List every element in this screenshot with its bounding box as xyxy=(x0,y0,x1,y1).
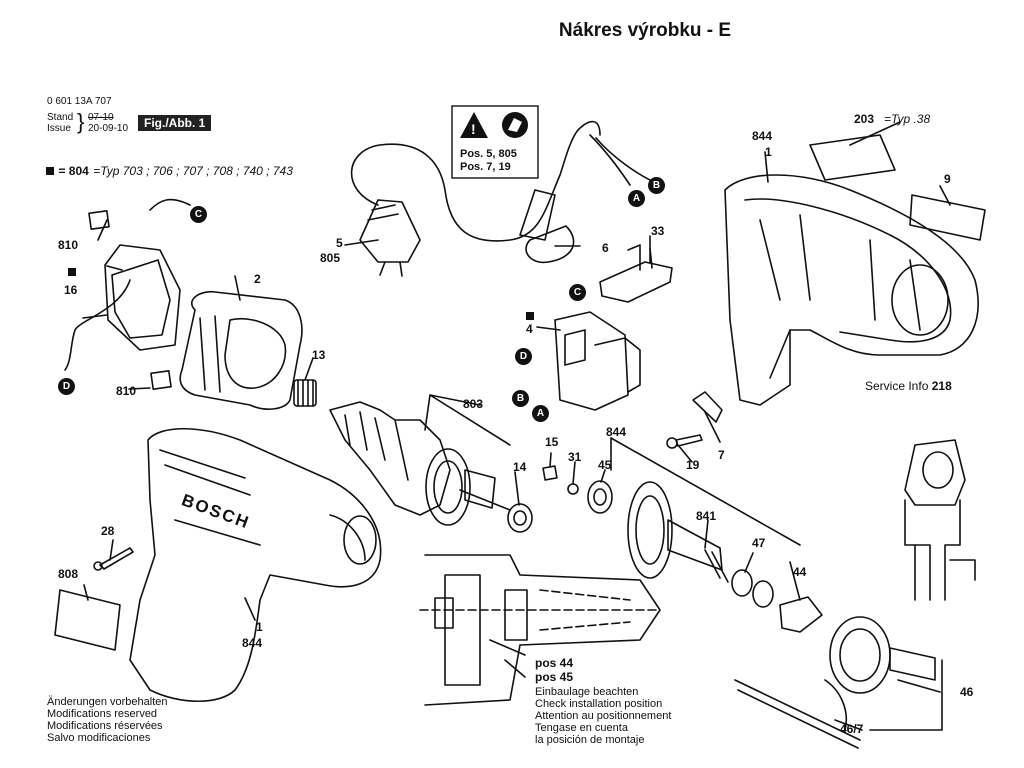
callout-pos-45: pos 45 xyxy=(535,670,574,684)
callout-47: 47 xyxy=(752,536,766,550)
install-note: Tengase en cuenta xyxy=(535,722,628,734)
warning-line-2: Pos. 7, 19 xyxy=(460,161,511,173)
install-note: Check installation position xyxy=(535,698,663,710)
brace-glyph: } xyxy=(77,109,85,134)
switch xyxy=(554,311,629,411)
callout-1-top: 1 xyxy=(765,145,772,159)
power-cable xyxy=(350,129,579,242)
callout-33: 33 xyxy=(651,224,665,238)
marker-c-left: C xyxy=(190,206,207,223)
callout-46: 46 xyxy=(960,685,974,699)
install-note: la posición de montaje xyxy=(535,734,645,746)
warning-line-1: Pos. 5, 805 xyxy=(460,148,517,160)
part-number: 0 601 13A 707 xyxy=(47,96,112,107)
callout-13: 13 xyxy=(312,348,326,362)
marker-c-switch: C xyxy=(569,284,586,301)
svg-text:!: ! xyxy=(471,121,476,137)
callout-810-top: 810 xyxy=(58,238,79,252)
stand-value: 07-10 xyxy=(88,112,114,123)
callout-28: 28 xyxy=(101,524,115,538)
marker-b-switch: B xyxy=(512,390,529,407)
footer-note: Salvo modificaciones xyxy=(47,732,151,744)
callout-844-top: 844 xyxy=(752,129,773,143)
install-note: Einbaulage beachten xyxy=(535,686,639,698)
marker-a-top: A xyxy=(628,190,645,207)
callout-203: 203 xyxy=(854,112,875,126)
callout-810-bottom: 810 xyxy=(116,384,137,398)
callout-841: 841 xyxy=(696,509,717,523)
callout-4: 4 xyxy=(526,322,533,336)
typ-note: = 804 =Typ 703 ; 706 ; 707 ; 708 ; 740 ;… xyxy=(46,162,293,180)
callout-14: 14 xyxy=(513,460,527,474)
issue-label: Issue xyxy=(47,123,71,134)
service-info-label: Service Info xyxy=(865,379,929,393)
callout-6: 6 xyxy=(602,241,609,255)
callout-2: 2 xyxy=(254,272,261,286)
housing-half-left xyxy=(129,428,382,703)
marker-d-left: D xyxy=(58,378,75,395)
callout-203-typ: =Typ .38 xyxy=(884,112,931,126)
stand-label: Stand xyxy=(47,112,74,123)
warning-pictograms: ! xyxy=(451,105,539,179)
callout-803: 803 xyxy=(463,397,484,411)
installation-inset xyxy=(419,554,661,706)
armature xyxy=(329,401,451,516)
marker-b-top: B xyxy=(648,177,665,194)
callout-44: 44 xyxy=(793,565,807,579)
brush-holder xyxy=(104,244,181,351)
callout-1-bottom: 1 xyxy=(256,620,263,634)
page-title: Nákres výrobku - E xyxy=(558,20,732,41)
install-note: Attention au positionnement xyxy=(535,710,672,722)
housing-half xyxy=(724,174,979,406)
callout-pos-44: pos 44 xyxy=(535,656,574,670)
figure-label: Fig./Abb. 1 xyxy=(138,115,212,131)
callout-31: 31 xyxy=(568,450,582,464)
wiring-inset xyxy=(904,439,976,601)
service-info: Service Info 218 xyxy=(865,379,952,393)
typ-text: =Typ 703 ; 706 ; 707 ; 708 ; 740 ; 743 xyxy=(93,164,293,178)
footer-note: Modifications réservées xyxy=(47,720,163,732)
typ-code: = 804 xyxy=(58,164,89,178)
footer-note: Änderungen vorbehalten xyxy=(47,696,168,708)
callout-844-mid: 844 xyxy=(606,425,627,439)
marker-a-switch: A xyxy=(532,405,549,422)
square-marker-icon xyxy=(46,167,54,175)
callout-805: 805 xyxy=(320,251,341,265)
callout-5: 5 xyxy=(336,236,343,250)
callout-7: 7 xyxy=(718,448,725,462)
install-notes: Einbaulage beachten Check installation p… xyxy=(535,686,671,746)
marker-d-switch: D xyxy=(515,348,532,365)
footer-note: Modifications reserved xyxy=(47,708,158,720)
footer-notes: Änderungen vorbehalten Modifications res… xyxy=(47,696,167,744)
callout-46-7: 46/7 xyxy=(840,722,864,736)
issue-value: 20-09-10 xyxy=(88,123,129,134)
callout-15: 15 xyxy=(545,435,559,449)
callout-808: 808 xyxy=(58,567,79,581)
callout-16: 16 xyxy=(64,283,78,297)
service-info-number: 218 xyxy=(931,379,952,393)
callout-19: 19 xyxy=(686,458,700,472)
callout-45: 45 xyxy=(598,458,612,472)
callout-844-bottom: 844 xyxy=(242,636,263,650)
callout-9: 9 xyxy=(944,172,951,186)
stator xyxy=(179,290,303,410)
